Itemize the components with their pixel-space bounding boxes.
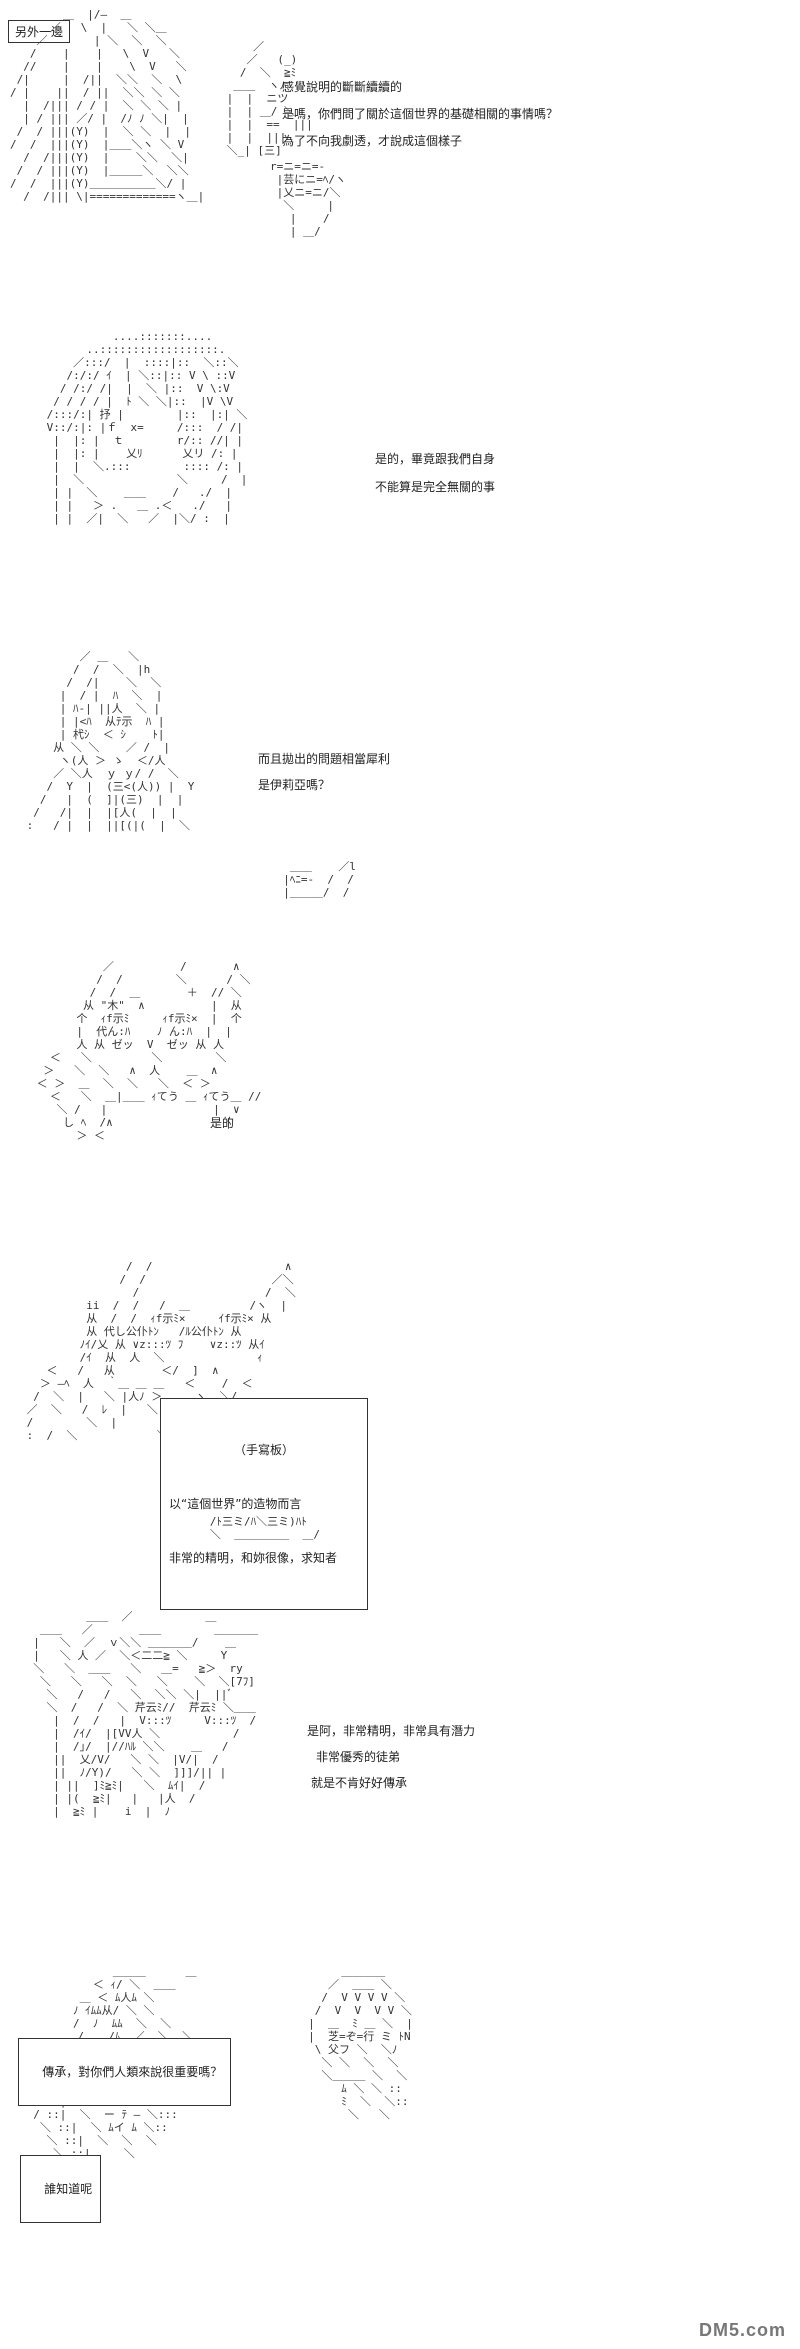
panel-1-line-3: 為了不向我劇透，才說成這個樣子	[282, 134, 463, 148]
panel-6: ＿＿ ／ ＿ ＿＿ ／ ＿＿ ＿＿＿＿ | ＼ ／ ｖ＼＼ ＿＿＿＿/ ＿ | …	[0, 1600, 800, 1930]
panel-2-line-1: 是的，畢竟跟我們自身	[375, 452, 496, 466]
handwriting-board: （手寫板） 以“這個世界”的造物而言 非常的精明，和妳很像，求知者	[160, 1398, 368, 1610]
board-label: （手寫板）	[233, 1443, 294, 1457]
panel-2: ....:::::::.... ..::::::::::::::::::. ／:…	[0, 320, 800, 620]
panel-title: 另外一邊	[8, 20, 71, 43]
site-watermark: DM5.com	[699, 2320, 786, 2341]
speech-bubble-answer: 誰知道呢	[20, 2155, 102, 2223]
panel-7: ＿＿＿ ＿ ＜ ｨ/ ＼ ＿＿ ＿ ＜ ﾑ人ﾑ ＼ ﾉ ｲﾑﾑ从/ ＼ ＼ / …	[0, 1955, 800, 2349]
board-line-1: 以“這個世界”的造物而言	[169, 1497, 302, 1511]
panel-6-line-3: 就是不肯好好傳承	[311, 1776, 408, 1790]
ascii-art-figure: ＿ |/― ＿ ／ \ | ＼ ＼＿ ／ | ＼ ＼ ＼ / | | \ V ＼…	[10, 8, 205, 203]
speech-question-text: 傳承，對你們人類來說很重要嗎？	[42, 2065, 223, 2079]
ascii-art-figure: ＿＿ ／ ＿ ＿＿ ／ ＿＿ ＿＿＿＿ | ＼ ／ ｖ＼＼ ＿＿＿＿/ ＿ | …	[33, 1610, 259, 1818]
panel-4: ／ / ∧ / / ＼ / ＼ / / ＿ ＋ // ＼ 从 "木" ∧ | 从…	[0, 950, 800, 1230]
ascii-art-figure: ....:::::::.... ..::::::::::::::::::. ／:…	[46, 330, 248, 525]
panel-3: ／ ＿ ＼ / / ＼ |h / /| ＼ ＼ | / | ﾊ ＼ | | ﾊ-…	[0, 640, 800, 930]
panel-1: 另外一邊 ＿ |/― ＿ ／ \ | ＼ ＼＿ ／ | ＼ ＼ ＼ / | | …	[0, 0, 800, 300]
ascii-art-bottom: /ﾄ三ミ/ﾊ＼三ミ)ﾊﾄ ＼ ＿＿＿＿＿ ＿/	[209, 1515, 320, 1541]
panel-4-line-1: 是的	[210, 1116, 235, 1130]
panel-3-line-1: 而且拋出的問題相當犀利	[258, 752, 391, 766]
ascii-art-cup: r=ニ=ニ=- |芸にニ=ﾍ/ヽ |乂ニ=ニ/＼ ＼ | | / | ＿/	[270, 160, 346, 238]
ascii-art-hand: ／ ／ (_) / ＼ ≧ﾐ ＿＿ ヽﾉ | | ニツ | | ＿/ ＼ | |…	[226, 40, 313, 157]
speech-answer-text: 誰知道呢	[44, 2182, 93, 2196]
ascii-art-figure: / / ∧ / / ／＼ / / ＼ ii / / / ＿ /ヽ | 从 / /…	[26, 1260, 296, 1442]
panel-5: / / ∧ / / ／＼ / / ＼ ii / / / ＿ /ヽ | 从 / /…	[0, 1250, 800, 1610]
watermark-text: DM5.com	[698, 2320, 786, 2340]
ascii-art-figure-right: ＿＿＿＿ ／ ＿＿ ＼ / V V V V ＼ / V V V V ＼ | ＿ …	[308, 1965, 413, 2121]
ascii-art-figure: ／ ＿ ＼ / / ＼ |h / /| ＼ ＼ | / | ﾊ ＼ | | ﾊ-…	[26, 650, 195, 832]
speech-bubble-question: 傳承，對你們人類來說很重要嗎？	[18, 2038, 232, 2106]
panel-3-line-2: 是伊莉亞嗎？	[258, 778, 331, 792]
ascii-art-figure: ／ / ∧ / / ＼ / ＼ / / ＿ ＋ // ＼ 从 "木" ∧ | 从…	[36, 960, 262, 1142]
ascii-art-paper: ＿＿ ／l |ﾍﾆ=- / / |＿＿＿/ /	[283, 860, 356, 899]
panel-1-line-1: 感覺說明的斷斷續續的	[282, 80, 403, 94]
panel-6-line-1: 是阿，非常精明，非常具有潛力	[307, 1724, 476, 1738]
panel-6-line-2: 非常優秀的徒弟	[316, 1750, 401, 1764]
panel-2-line-2: 不能算是完全無關的事	[375, 480, 496, 494]
board-line-2: 非常的精明，和妳很像，求知者	[169, 1551, 338, 1565]
panel-1-line-2: 是嗎，你們問了關於這個世界的基礎相關的事情嗎？	[282, 107, 559, 121]
